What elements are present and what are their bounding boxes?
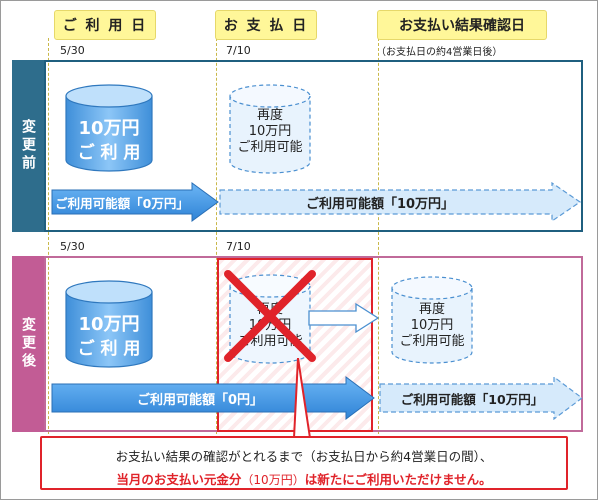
before-reuse-line2: 10万円 (248, 124, 292, 139)
notice-line2-b: （10万円） (241, 473, 305, 487)
after-arrow-zero (51, 376, 375, 420)
after-reuse-line3: ご利用可能 (399, 334, 465, 349)
after-reusable-cylinder (391, 276, 473, 364)
before-available-full: ご利用可能額「10万円」 (305, 197, 455, 212)
date-after-usage: 5/30 (60, 240, 85, 253)
notice-line2-a: 当月のお支払い元金分 (116, 472, 242, 487)
after-reuse-line2: 10万円 (410, 318, 454, 333)
section-label-before: 変更前 (12, 60, 44, 232)
column-header-confirm-date: お支払い結果確認日 (377, 10, 547, 40)
shift-arrow-icon (308, 302, 380, 334)
notice-line1: お支払い結果の確認がとれるまで（お支払日から約4営業日の間）、 (115, 449, 493, 464)
guide-line-payment (216, 38, 217, 434)
notice-line2: 当月のお支払い元金分（10万円）は新たにご利用いただけません。 (42, 469, 566, 488)
section-label-after: 変更後 (12, 256, 44, 432)
before-arrow-zero (51, 182, 219, 222)
guide-line-confirm (378, 38, 379, 434)
after-available-full: ご利用可能額「10万円」 (400, 392, 544, 407)
before-available-zero: ご利用可能額「0万円」 (55, 196, 189, 211)
section-before-box (44, 60, 583, 232)
after-usage-amount: 10万円 (78, 314, 140, 335)
after-usage-label: ご 利 用 (77, 339, 141, 359)
before-reuse-line1: 再度 (256, 108, 283, 123)
before-usage-cylinder (65, 84, 153, 172)
after-arrow-full (379, 376, 583, 420)
callout-pointer (292, 358, 312, 439)
date-before-usage: 5/30 (60, 44, 85, 57)
date-after-payment: 7/10 (226, 240, 251, 253)
before-reuse-line3: ご利用可能 (237, 140, 303, 155)
before-usage-label: ご 利 用 (77, 143, 141, 163)
column-header-payment-date: お 支 払 日 (215, 10, 317, 40)
date-before-payment: 7/10 (226, 44, 251, 57)
confirm-date-note: （お支払日の約4営業日後） (376, 47, 503, 58)
before-usage-amount: 10万円 (78, 118, 140, 139)
notice-callout: お支払い結果の確認がとれるまで（お支払日から約4営業日の間）、 当月のお支払い元… (40, 436, 568, 490)
notice-line2-c: は新たにご利用いただけません。 (304, 472, 492, 487)
before-reusable-cylinder (229, 84, 311, 174)
after-available-zero: ご利用可能額「0円」 (136, 393, 264, 408)
after-usage-cylinder (65, 280, 153, 368)
guide-line-usage (48, 38, 49, 434)
after-reuse-line1: 再度 (418, 302, 445, 317)
cross-out-icon (224, 270, 316, 362)
before-arrow-full (219, 182, 582, 222)
column-header-usage-date: ご 利 用 日 (54, 10, 156, 40)
